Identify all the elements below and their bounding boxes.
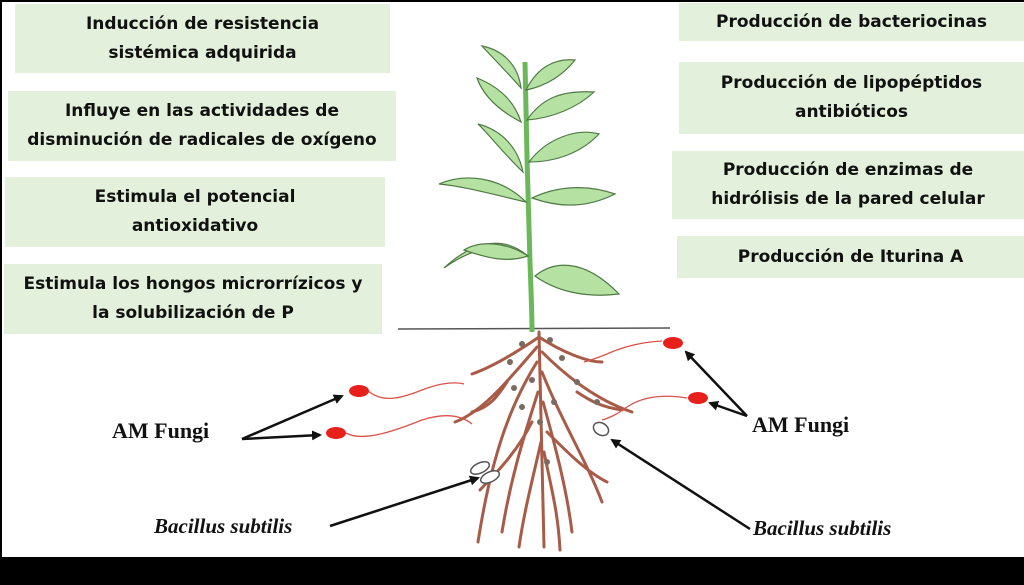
box-text-line: sistémica adquirida — [108, 42, 297, 63]
bacillus-subtilis-label-left: Bacillus subtilis — [154, 514, 293, 538]
am-fungi-spore-icon — [663, 337, 683, 349]
am-fungi-spore-icon — [349, 385, 369, 397]
right-box-enzimas-hidrolisis: Producción de enzimas de hidrólisis de l… — [672, 151, 1024, 219]
root-nodules — [507, 337, 600, 465]
bacillus-cell-icon — [469, 461, 491, 475]
box-text-line: Estimula el potencial — [94, 187, 296, 207]
diagram-canvas: Inducción de resistencia sistémica adqui… — [2, 2, 1024, 557]
roots — [453, 330, 634, 552]
box-text-line: antioxidativo — [131, 216, 259, 236]
am-fungi-label-right: AM Fungi — [752, 412, 850, 437]
stem — [522, 61, 535, 333]
right-box-lipopeptidos: Producción de lipopéptidos antibióticos — [679, 62, 1024, 134]
box-text-line: Producción de lipopéptidos — [720, 73, 983, 93]
box-text-line: la solubilización de P — [92, 303, 294, 323]
box-text-line: Inducción de resistencia — [85, 13, 320, 34]
box-text-line: Producción de Iturina A — [737, 246, 964, 267]
leaves — [438, 45, 621, 296]
box-text-line: Producción de enzimas de — [722, 160, 974, 180]
box-text-line: disminución de radicales de oxígeno — [27, 130, 377, 150]
box-text-line: Influye en las actividades de — [64, 101, 340, 121]
pointer-arrows — [241, 350, 751, 531]
am-fungi-spore-icon — [688, 392, 708, 404]
left-box-hongos-microrrizicos: Estimula los hongos microrrízicos y la s… — [4, 264, 382, 334]
box-text-line: antibióticos — [794, 102, 909, 122]
right-box-iturina-a: Producción de Iturina A — [677, 236, 1024, 278]
left-box-resistencia-sistemica: Inducción de resistencia sistémica adqui… — [15, 4, 390, 73]
bacillus-cell-icon — [592, 421, 610, 437]
fungal-hyphae — [345, 340, 688, 438]
box-text-line: hidrólisis de la pared celular — [711, 189, 985, 209]
box-text-line: Producción de bacteriocinas — [716, 11, 987, 32]
left-box-radicales-oxigeno: Influye en las actividades de disminució… — [8, 91, 396, 161]
am-fungi-label-left: AM Fungi — [112, 418, 210, 443]
left-box-potencial-antioxidativo: Estimula el potencial antioxidativo — [5, 177, 385, 247]
box-text-line: Estimula los hongos microrrízicos y — [23, 274, 363, 294]
right-box-bacteriocinas: Producción de bacteriocinas — [679, 3, 1024, 41]
bacillus-cell-icon — [479, 470, 501, 484]
plant-illustration — [241, 45, 751, 552]
am-fungi-spore-icon — [326, 427, 346, 439]
bacillus-subtilis-label-right: Bacillus subtilis — [753, 516, 892, 540]
